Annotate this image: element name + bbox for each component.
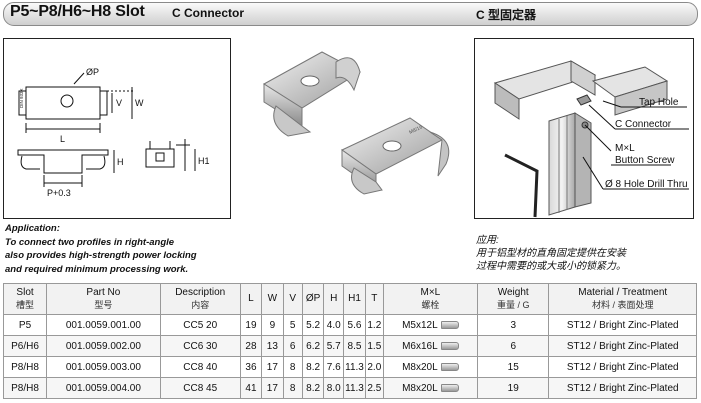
application-cn-line-1: 用于铝型材的直角固定提供在安装 [476,248,626,259]
application-cn-block: 应用: 用于铝型材的直角固定提供在安装 过程中需要的或大或小的锁紧力。 [476,234,626,273]
application-line-1: To connect two profiles in right-angle [5,236,175,248]
technical-drawing: DIN 933X ØP L V W H H1 P+0.3 [3,38,231,219]
label-w: W [135,98,144,108]
assembly-svg: Tap Hole C Connector M×L Button Screw Ø … [493,60,689,218]
label-drill: Ø 8 Hole Drill Thru [605,179,688,190]
table-row: P6/H6 001.0059.002.00 CC6 30 28 13 6 6.2… [2,335,697,357]
application-line-3: and required minimum processing work. [5,263,189,275]
col-h1: H1 [343,283,366,315]
table-row: P5 001.0059.001.00 CC5 20 19 9 5 5.2 4.0… [2,314,697,336]
label-v: V [116,98,122,108]
screw-icon [440,362,459,371]
label-h: H [117,157,124,167]
label-h1: H1 [198,156,210,166]
col-t: T [364,283,384,315]
label-p: P+0.3 [47,188,71,198]
label-l: L [60,134,65,144]
page-title: P5~P8/H6~H8 Slot [10,3,145,20]
col-l: L [239,283,263,315]
screw-icon [440,320,459,329]
page-title-cn: C 型固定器 [476,8,537,22]
table-row: P8/H8 001.0059.003.00 CC8 40 36 17 8 8.2… [2,356,697,378]
screw-icon [440,383,459,392]
col-p: ØP [301,283,325,315]
label-diam-p: ØP [86,67,99,77]
application-line-2: also provides high-strength power lockin… [5,250,197,261]
application-title: Application: [5,223,60,234]
screw-icon [440,341,459,350]
part-stamp-1: DIN 933X [19,88,24,108]
application-cn-title: 应用: [476,235,499,246]
connector-render: M8/16 [263,51,450,195]
label-c-connector: C Connector [615,119,672,130]
application-cn-line-2: 过程中需要的或大或小的锁紧力。 [476,261,626,272]
application-block: Application: To connect two profiles in … [5,222,197,276]
stamp-text: M8/16 [408,124,423,135]
assembly-illustration: Tap Hole C Connector M×L Button Screw Ø … [474,38,694,219]
label-button-screw: Button Screw [615,155,675,166]
label-mxl: M×L [615,143,635,154]
header-bar [3,2,698,26]
col-w: W [261,283,284,315]
page-subtitle: C Connector [172,6,244,20]
drawing-svg: DIN 933X ØP L V W H H1 P+0.3 [17,67,210,198]
col-v: V [282,283,303,315]
col-h: H [323,283,345,315]
table-row: P8/H8 001.0059.004.00 CC8 45 41 17 8 8.2… [2,377,697,399]
label-tap-hole: Tap Hole [639,97,679,108]
